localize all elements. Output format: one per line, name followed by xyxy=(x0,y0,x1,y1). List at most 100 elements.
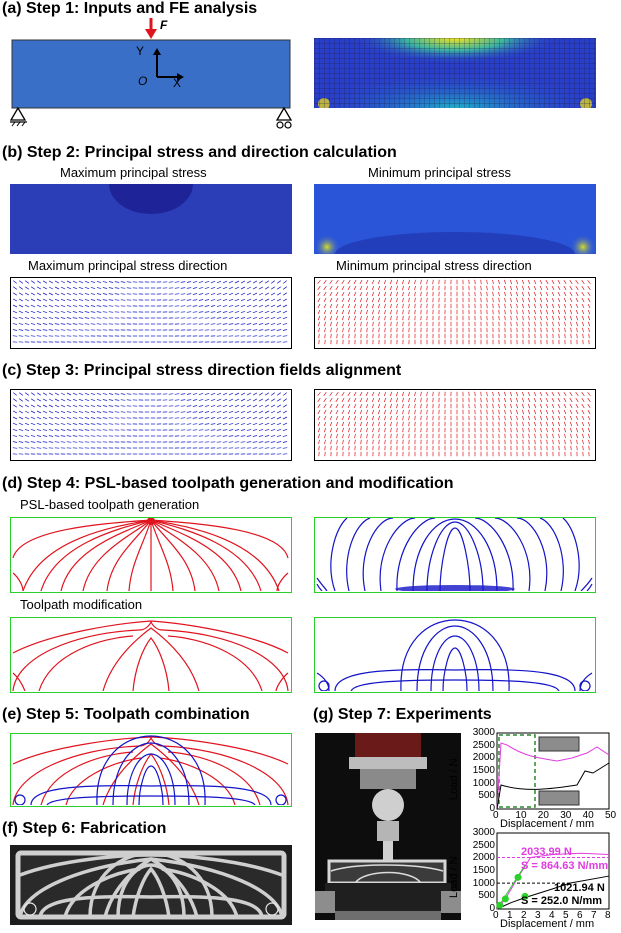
direction-tick xyxy=(84,423,90,425)
direction-tick xyxy=(546,309,548,315)
direction-tick xyxy=(396,303,398,309)
direction-tick xyxy=(24,335,30,337)
direction-tick xyxy=(90,286,96,290)
direction-tick xyxy=(12,286,18,290)
direction-tick xyxy=(504,391,506,397)
direction-tick xyxy=(282,435,288,437)
direction-tick xyxy=(522,427,524,433)
direction-tick xyxy=(587,415,591,421)
direction-tick xyxy=(60,286,66,290)
direction-tick xyxy=(329,297,333,303)
direction-tick xyxy=(348,433,350,439)
direction-tick xyxy=(324,439,326,445)
direction-tick xyxy=(318,333,320,339)
direction-tick xyxy=(384,309,386,315)
direction-tick xyxy=(276,428,282,432)
direction-tick xyxy=(186,281,192,283)
direction-tick xyxy=(276,416,282,420)
direction-tick xyxy=(18,441,24,443)
direction-tick xyxy=(540,315,542,321)
direction-tick xyxy=(569,280,573,284)
direction-tick xyxy=(78,299,84,301)
direction-tick xyxy=(347,291,351,297)
direction-tick xyxy=(90,299,96,301)
direction-tick xyxy=(36,441,42,443)
direction-tick xyxy=(329,315,333,321)
direction-tick xyxy=(498,397,500,403)
x-tick-label: 30 xyxy=(560,810,572,821)
direction-tick xyxy=(30,316,36,320)
direction-tick xyxy=(234,435,240,437)
stiffness-2-label: S = 252.0 N/mm xyxy=(521,895,603,907)
y-tick-label: 2000 xyxy=(472,852,495,864)
direction-tick xyxy=(378,427,380,433)
direction-tick xyxy=(414,303,416,309)
direction-tick xyxy=(587,303,591,309)
direction-tick xyxy=(102,399,108,401)
direction-tick xyxy=(186,417,192,419)
direction-tick xyxy=(216,323,222,325)
y-tick-label: 3000 xyxy=(472,827,495,838)
direction-tick xyxy=(114,393,120,395)
direction-tick xyxy=(96,423,102,425)
direction-tick xyxy=(480,403,482,409)
direction-tick xyxy=(402,315,404,321)
direction-tick xyxy=(516,409,518,415)
direction-tick xyxy=(545,285,549,291)
direction-tick xyxy=(551,291,555,297)
direction-tick xyxy=(377,297,381,303)
direction-tick xyxy=(347,421,351,427)
direction-tick xyxy=(24,447,30,449)
direction-tick xyxy=(545,409,549,415)
direction-tick xyxy=(102,281,108,283)
direction-tick xyxy=(222,317,228,319)
direction-tick xyxy=(401,391,405,397)
direction-tick xyxy=(252,447,258,449)
direction-tick xyxy=(48,392,54,396)
direction-tick xyxy=(30,304,36,308)
direction-tick xyxy=(234,404,240,408)
direction-tick xyxy=(240,304,246,308)
step1-heading: (a) Step 1: Inputs and FE analysis xyxy=(2,0,258,17)
direction-tick xyxy=(348,315,350,321)
direction-tick xyxy=(264,435,270,437)
direction-tick xyxy=(557,309,561,315)
direction-tick xyxy=(54,304,60,308)
direction-tick xyxy=(84,286,90,290)
direction-tick xyxy=(126,287,132,289)
direction-tick xyxy=(324,433,326,439)
direction-tick xyxy=(510,309,512,315)
direction-tick xyxy=(96,392,102,396)
direction-tick xyxy=(402,321,404,327)
direction-tick xyxy=(510,321,512,327)
direction-tick xyxy=(504,427,506,433)
direction-tick xyxy=(240,286,246,290)
direction-tick xyxy=(336,439,338,445)
direction-tick xyxy=(317,309,321,315)
direction-tick xyxy=(492,279,494,285)
direction-tick xyxy=(204,299,210,301)
series-line-black xyxy=(496,875,610,910)
direction-tick xyxy=(18,280,24,284)
direction-tick xyxy=(66,280,72,284)
direction-tick xyxy=(108,411,114,413)
direction-tick xyxy=(30,435,36,437)
direction-tick xyxy=(72,305,78,307)
direction-tick xyxy=(420,297,422,303)
direction-tick xyxy=(570,333,572,339)
direction-tick xyxy=(534,415,536,421)
x-tick-label: 0 xyxy=(493,910,499,921)
direction-tick xyxy=(498,291,500,297)
direction-tick xyxy=(402,285,404,291)
direction-tick xyxy=(180,417,186,419)
direction-tick xyxy=(283,292,287,296)
direction-tick xyxy=(270,410,276,414)
direction-tick xyxy=(551,279,555,285)
direction-tick xyxy=(557,415,561,421)
direction-tick xyxy=(558,427,560,433)
direction-tick xyxy=(587,409,591,415)
direction-tick xyxy=(515,397,519,403)
direction-tick xyxy=(342,427,344,433)
direction-tick xyxy=(228,292,234,296)
y-tick-label: 1500 xyxy=(472,865,495,876)
